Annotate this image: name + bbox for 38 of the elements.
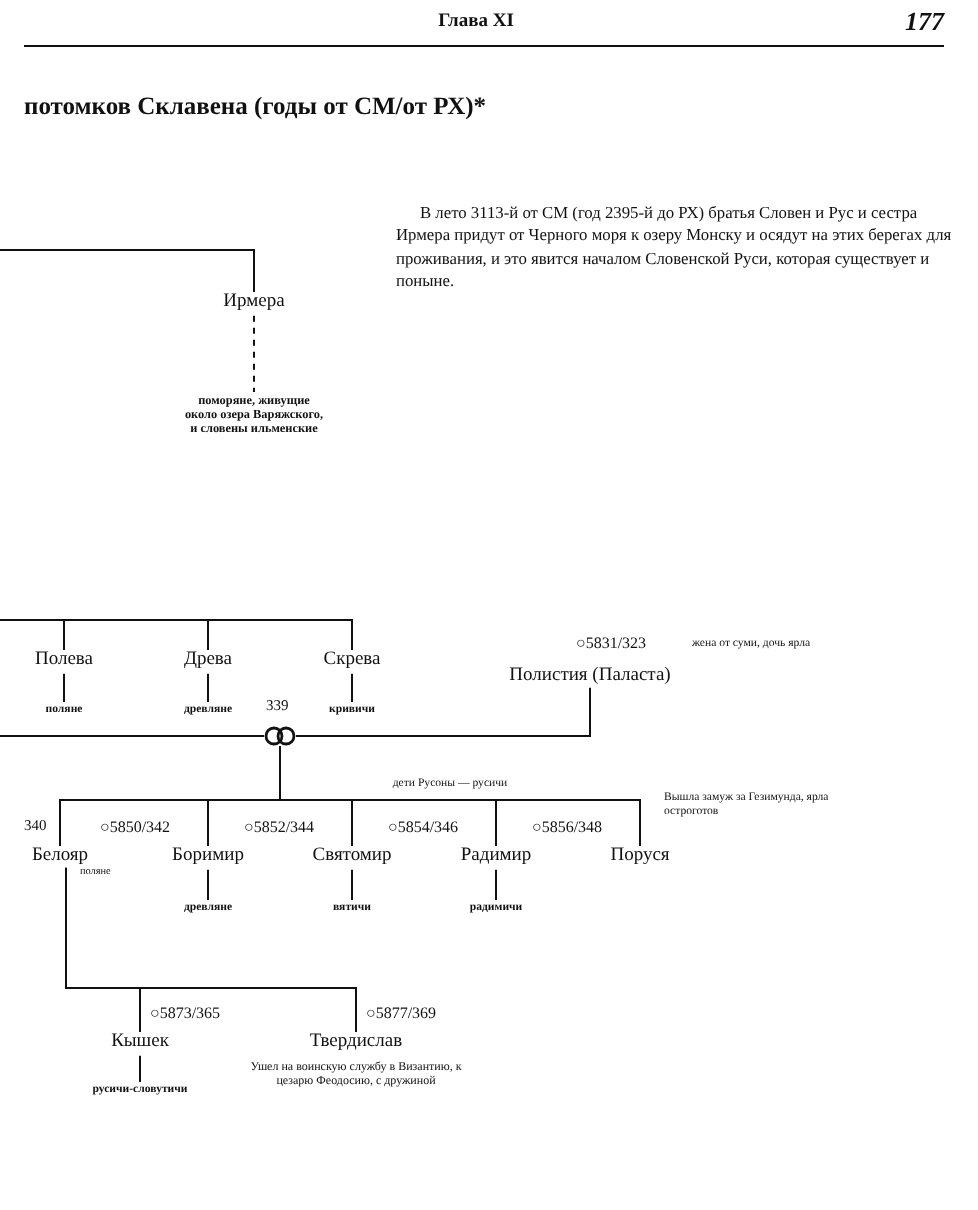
person-name: Радимир — [460, 846, 532, 868]
person-name: Полистия (Паласта) — [509, 666, 671, 688]
date-label: ○5856/348 — [532, 818, 603, 837]
date-label: ○5831/323 — [576, 634, 647, 653]
person-name: Белояр — [31, 846, 89, 868]
marriage-rings-icon — [264, 726, 296, 746]
person-name: Древа — [183, 650, 233, 672]
date-label: ○5852/344 — [244, 818, 315, 837]
connector-line — [0, 619, 353, 651]
person-name: Святомир — [312, 846, 392, 868]
connector-line — [207, 672, 209, 703]
connector-line — [139, 1054, 141, 1083]
person-name: Скрева — [323, 650, 381, 672]
connector-line — [0, 735, 265, 737]
person-name: Боримир — [172, 846, 244, 868]
connector-line — [279, 745, 641, 847]
connector-line — [207, 868, 209, 901]
person-name: Кышек — [111, 1032, 169, 1054]
date-label: ○5873/365 — [150, 1004, 221, 1023]
connector-line — [351, 868, 353, 901]
page-number: 177 — [903, 8, 944, 38]
person-name: Полева — [34, 650, 94, 672]
chapter-heading: Глава XI — [436, 12, 516, 34]
person-name: Поруся — [610, 846, 670, 868]
date-label: ○5854/346 — [388, 818, 459, 837]
note-paragraph: В лето 3113-й от СМ (год 2395-й до РХ) братья Словен и Рус и сестра Ирмера придут от Черного моря к озеру Монску и осядут на этих берегах для проживания, и это явится началом Словенской Руси, которая существует и поныне. — [396, 202, 952, 293]
connector-line — [63, 672, 65, 703]
person-name: Ирмера — [223, 292, 285, 314]
date-label: ○5877/369 — [366, 1004, 437, 1023]
page-title: потомков Склавена (годы от СМ/от РХ)* — [24, 92, 487, 121]
connector-line — [351, 672, 353, 703]
person-name: Твердислав — [309, 1032, 403, 1054]
date-label: ○5850/342 — [100, 818, 171, 837]
dashed-line — [253, 314, 255, 393]
connector-line — [0, 249, 255, 293]
connector-line — [295, 686, 591, 737]
connector-line — [495, 868, 497, 901]
connector-line — [65, 866, 357, 1033]
